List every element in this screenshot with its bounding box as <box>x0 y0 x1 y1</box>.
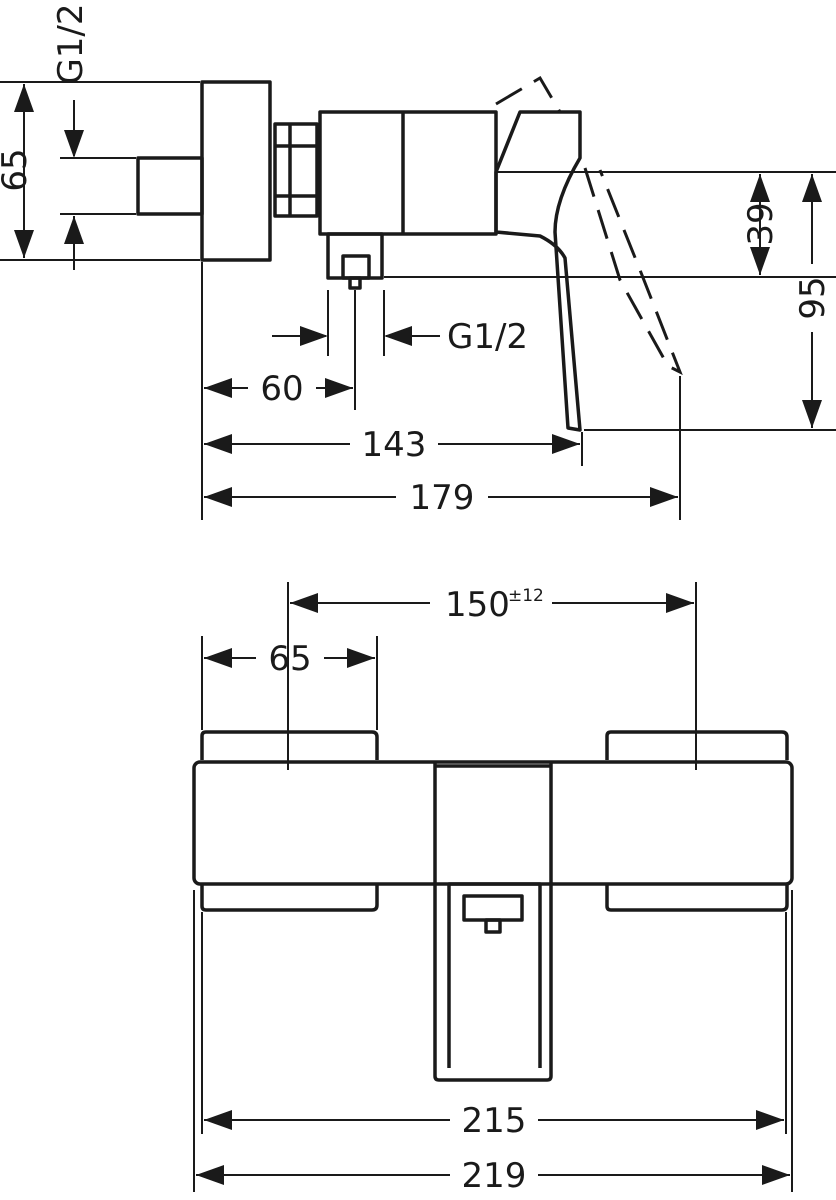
dim-width-215 <box>204 1110 784 1130</box>
dim-thread-bottom <box>272 326 440 346</box>
lever-handle <box>494 110 582 432</box>
label-depth-60: 60 <box>260 369 303 409</box>
label-centers-tolerance: ±12 <box>508 586 544 606</box>
outlet-connector <box>326 232 384 290</box>
front-view: 150 ±12 65 215 219 <box>192 582 794 1196</box>
front-body <box>192 760 794 886</box>
dim-height-95 <box>802 174 822 428</box>
wall-flange <box>200 80 272 262</box>
label-height-65: 65 <box>0 148 35 191</box>
hex-nut <box>273 122 319 218</box>
dim-depth-179 <box>204 487 678 507</box>
label-width-215: 215 <box>462 1101 527 1141</box>
label-centers-value: 150 <box>445 585 510 625</box>
lever-handle-open-position <box>495 75 683 376</box>
label-height-95: 95 <box>793 276 833 319</box>
dim-flange-65 <box>204 648 375 668</box>
label-width-219: 219 <box>462 1156 527 1196</box>
dim-height-65 <box>14 84 34 258</box>
label-depth-143: 143 <box>362 425 427 465</box>
label-thread-top: G1/2 <box>51 3 91 84</box>
side-extension-lines <box>0 81 836 520</box>
front-extension-lines <box>193 582 793 1192</box>
label-depth-179: 179 <box>410 478 475 518</box>
dim-depth-143 <box>204 434 580 454</box>
wall-pipe <box>136 156 204 216</box>
dim-centers-150 <box>290 593 694 613</box>
side-view: 65 G1/2 39 95 G <box>0 3 836 520</box>
mixer-body <box>318 110 498 236</box>
spout-opening <box>447 882 542 1068</box>
dim-depth-60 <box>204 378 353 398</box>
dim-thread-top <box>64 100 84 270</box>
dim-width-219 <box>196 1165 790 1185</box>
label-thread-bottom: G1/2 <box>447 317 528 357</box>
dim-height-39 <box>750 174 770 275</box>
label-height-39: 39 <box>741 202 781 245</box>
label-flange-65: 65 <box>268 639 311 679</box>
front-lever <box>433 762 553 1082</box>
